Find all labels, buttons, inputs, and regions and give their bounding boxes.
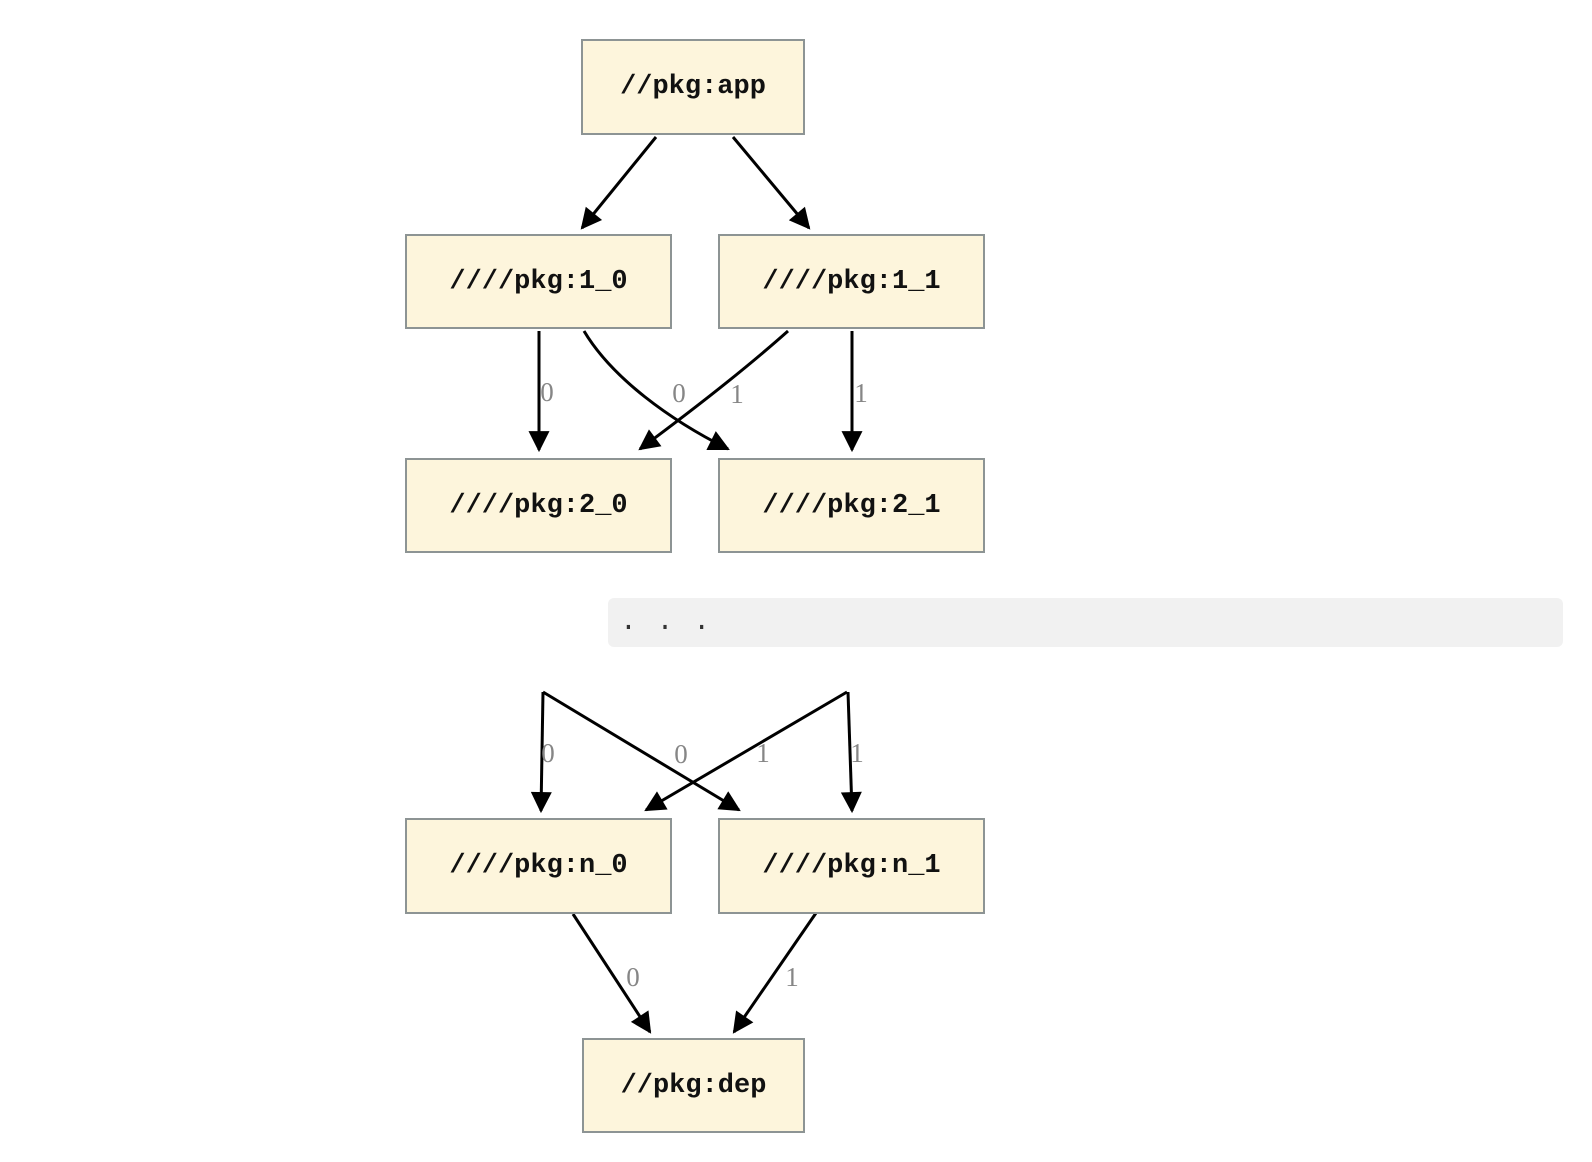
edge-label-1_0-2_0: 0: [540, 377, 554, 407]
edge-n_1-to-dep: [732, 912, 818, 1034]
node-pkg-app: //pkg:app: [581, 39, 805, 135]
edge-ellipsis-to-n_1-diagonal: [542, 690, 741, 812]
node-pkg-2_0: ////pkg:2_0: [405, 458, 672, 553]
node-pkg-dep-label: //pkg:dep: [620, 1070, 767, 1101]
edge-1_0-to-2_1: [582, 330, 730, 451]
edge-app-to-1_0: [580, 136, 658, 230]
node-pkg-1_1-label: ////pkg:1_1: [762, 266, 941, 297]
edge-label-ellipsis-n_0-vertical: 0: [541, 738, 555, 768]
edge-label-n_1-dep: 1: [785, 962, 799, 992]
edge-label-1_1-2_0: 0: [672, 378, 686, 408]
node-pkg-2_0-label: ////pkg:2_0: [449, 490, 628, 521]
edge-ellipsis-to-n_0-diagonal: [644, 690, 848, 812]
edge-label-n_0-dep: 0: [626, 962, 640, 992]
node-pkg-1_0: ////pkg:1_0: [405, 234, 672, 329]
ellipsis-code-strip: . . .: [608, 598, 1563, 647]
edge-ellipsis-to-n_1-vertical: [840, 691, 862, 814]
node-pkg-n_1: ////pkg:n_1: [718, 818, 985, 914]
edge-label-1_0-2_1: 1: [730, 379, 744, 409]
edge-label-ellipsis-n_1-diagonal: 1: [756, 738, 770, 768]
edge-ellipsis-to-n_0-vertical: [530, 691, 552, 814]
edge-app-to-1_1: [731, 136, 811, 230]
edge-label-ellipsis-n_0-diagonal: 0: [674, 739, 688, 769]
node-pkg-n_0: ////pkg:n_0: [405, 818, 672, 914]
edge-1_1-to-2_0: [638, 329, 789, 451]
node-pkg-1_1: ////pkg:1_1: [718, 234, 985, 329]
node-pkg-n_0-label: ////pkg:n_0: [449, 851, 628, 881]
node-pkg-dep: //pkg:dep: [582, 1038, 805, 1133]
node-pkg-2_1: ////pkg:2_1: [718, 458, 985, 553]
node-pkg-1_0-label: ////pkg:1_0: [449, 266, 628, 297]
node-pkg-2_1-label: ////pkg:2_1: [762, 490, 941, 521]
edge-n_0-to-dep: [571, 913, 652, 1034]
edge-label-ellipsis-n_1-vertical: 1: [850, 738, 864, 768]
ellipsis-dots: . . .: [620, 607, 711, 638]
node-pkg-n_1-label: ////pkg:n_1: [762, 851, 941, 881]
edge-label-1_1-2_1: 1: [854, 378, 868, 408]
node-pkg-app-label: //pkg:app: [620, 72, 766, 102]
